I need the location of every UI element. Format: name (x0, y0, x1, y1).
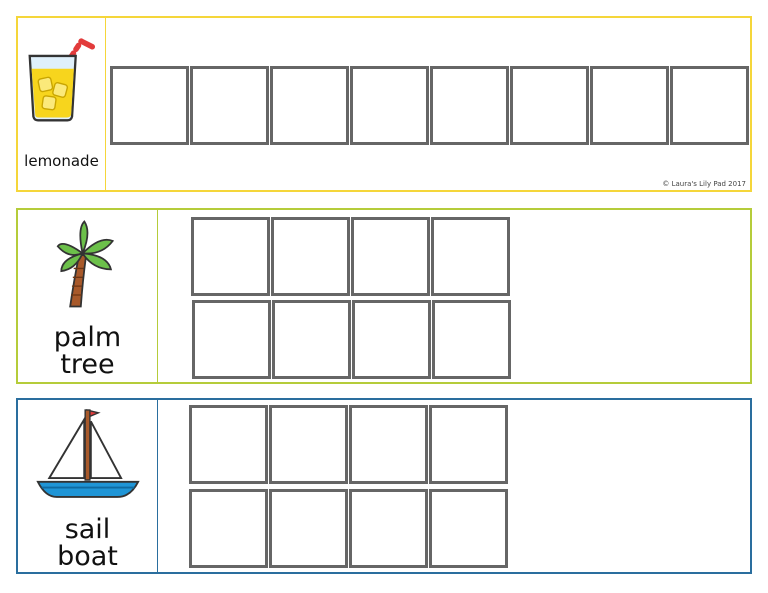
sail-boat-picture-panel: sail boat (18, 400, 158, 572)
letter-box[interactable] (272, 300, 351, 379)
letter-box[interactable] (430, 66, 509, 145)
lemonade-glass-icon (28, 38, 96, 122)
letter-box[interactable] (191, 217, 270, 296)
sail-boat-card: sail boat (16, 398, 752, 574)
letter-box[interactable] (432, 300, 511, 379)
copyright-text: © Laura's Lily Pad 2017 (662, 180, 746, 188)
lemonade-word: lemonade (24, 152, 99, 170)
letter-box[interactable] (351, 217, 430, 296)
letter-box[interactable] (189, 405, 268, 484)
palm-tree-picture-panel: palm tree (18, 210, 158, 382)
sailboat-icon (36, 409, 140, 498)
letter-box[interactable] (190, 66, 269, 145)
letter-box[interactable] (271, 217, 350, 296)
letter-box[interactable] (352, 300, 431, 379)
letter-box[interactable] (269, 489, 348, 568)
letter-box[interactable] (510, 66, 589, 145)
letter-box[interactable] (350, 66, 429, 145)
letter-box[interactable] (269, 405, 348, 484)
letter-box[interactable] (429, 489, 508, 568)
letter-box[interactable] (349, 405, 428, 484)
letter-box[interactable] (429, 405, 508, 484)
palm-tree-word: palm tree (53, 322, 122, 380)
letter-box[interactable] (590, 66, 669, 145)
letter-box[interactable] (110, 66, 189, 145)
letter-box[interactable] (270, 66, 349, 145)
lemonade-picture-panel: lemonade (18, 18, 106, 190)
palm-tree-card: palm tree (16, 208, 752, 384)
letter-box[interactable] (192, 300, 271, 379)
letter-box[interactable] (431, 217, 510, 296)
palm-tree-icon (56, 220, 115, 308)
sail-boat-word: sail boat (57, 514, 118, 572)
lemonade-card: lemonade © Laura's Lily Pad 2017 (16, 16, 752, 192)
letter-box[interactable] (189, 489, 268, 568)
letter-box[interactable] (349, 489, 428, 568)
letter-box[interactable] (670, 66, 749, 145)
